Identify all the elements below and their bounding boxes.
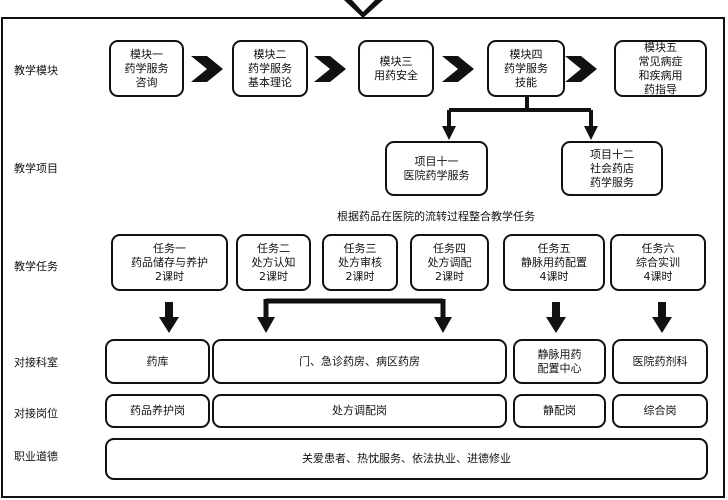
module-box: 模块三 用药安全 <box>358 40 434 97</box>
task-box: 任务三 处方审核 2课时 <box>322 234 398 291</box>
task-box: 任务五 静脉用药配置 4课时 <box>503 234 605 291</box>
project-box: 项目十一 医院药学服务 <box>385 141 488 196</box>
row-label-ethics: 职业道德 <box>14 450 58 463</box>
arrow-down-icon <box>652 302 672 333</box>
project-connector <box>442 96 598 140</box>
chevron-right-icon <box>565 56 597 82</box>
row-label-departments: 对接科室 <box>14 356 58 369</box>
task-box: 任务二 处方认知 2课时 <box>236 234 311 291</box>
ethics-box: 关爱患者、热忱服务、依法执业、进德修业 <box>105 438 708 480</box>
row-label-tasks: 教学任务 <box>14 260 58 273</box>
module-box: 模块二 药学服务 基本理论 <box>232 40 308 97</box>
chevron-right-icon <box>314 56 346 82</box>
module-box: 模块一 药学服务 咨询 <box>109 40 184 97</box>
position-box: 静配岗 <box>513 394 606 428</box>
module-box: 模块五 常见病症 和疾病用 药指导 <box>614 40 707 97</box>
position-box: 综合岗 <box>612 394 708 428</box>
task-box: 任务六 综合实训 4课时 <box>610 234 706 291</box>
position-box: 处方调配岗 <box>212 394 507 428</box>
task-box: 任务一 药品储存与养护 2课时 <box>111 234 228 291</box>
arrow-down-icon <box>159 302 179 333</box>
chevron-right-icon <box>442 56 474 82</box>
row-label-positions: 对接岗位 <box>14 407 58 420</box>
row-label-projects: 教学项目 <box>14 162 58 175</box>
module-box: 模块四 药学服务 技能 <box>487 40 565 97</box>
top-chevron-cutout <box>352 0 375 12</box>
arrow-down-icon <box>546 302 566 333</box>
task-box: 任务四 处方调配 2课时 <box>410 234 489 291</box>
department-box: 门、急诊药房、病区药房 <box>212 339 507 384</box>
position-box: 药品养护岗 <box>105 394 210 428</box>
project-box: 项目十二 社会药店 药学服务 <box>561 141 663 196</box>
row-label-modules: 教学模块 <box>14 64 58 77</box>
department-box: 医院药剂科 <box>612 339 708 384</box>
department-box: 药库 <box>105 339 210 384</box>
tasks-note: 根据药品在医院的流转过程整合教学任务 <box>337 210 535 223</box>
department-box: 静脉用药 配置中心 <box>513 339 606 384</box>
task-merge-connector <box>257 298 452 333</box>
chevron-right-icon <box>191 56 223 82</box>
